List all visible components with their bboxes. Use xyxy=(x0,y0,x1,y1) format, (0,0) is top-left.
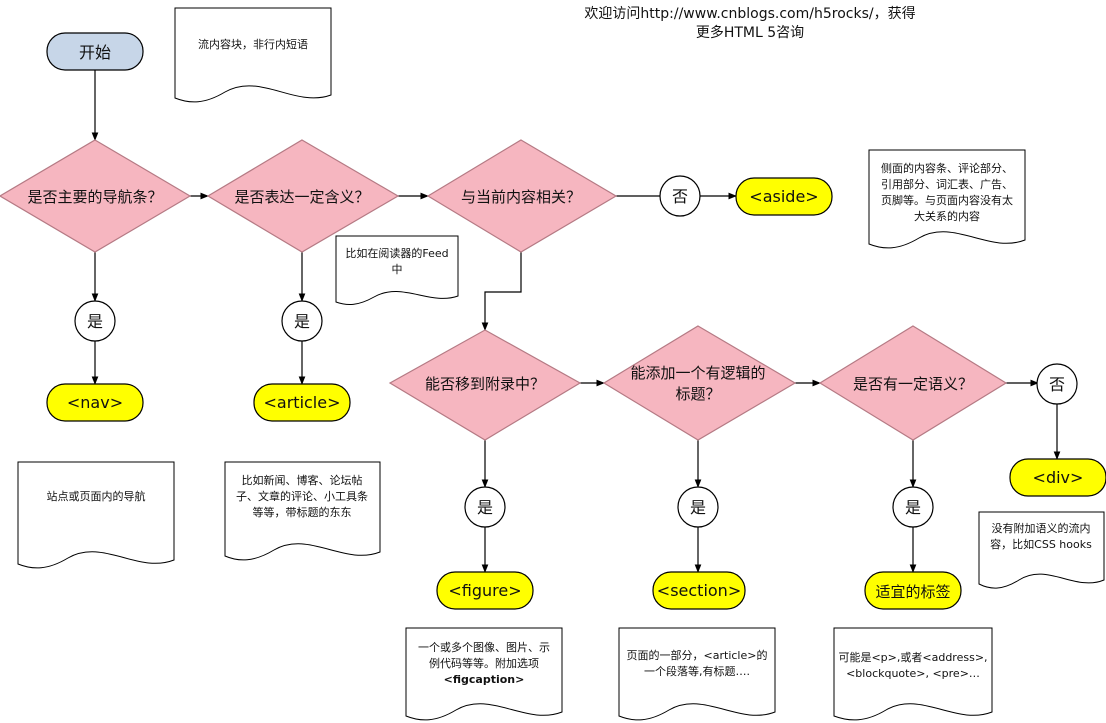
yes-circle-figure: 是 xyxy=(464,486,506,528)
svg-text:是: 是 xyxy=(690,498,706,517)
svg-text:<div>: <div> xyxy=(1033,468,1084,487)
svg-text:<figcaption>: <figcaption> xyxy=(444,673,525,686)
decision-meaning-label: 是否表达一定含义？ xyxy=(234,188,369,206)
svg-text:<blockquote>, <pre>…: <blockquote>, <pre>… xyxy=(846,667,980,680)
svg-text:一个段落等,有标题….: 一个段落等,有标题…. xyxy=(644,664,750,678)
note-section: 页面的一部分，<article>的 一个段落等,有标题…. xyxy=(618,627,776,721)
svg-text:是: 是 xyxy=(87,312,103,331)
decision-appendix-label: 能否移到附录中？ xyxy=(425,375,545,393)
svg-text:页脚等。与页面内容没有太: 页脚等。与页面内容没有太 xyxy=(881,193,1013,207)
decision-semantic: 是否有一定语义？ xyxy=(818,325,1008,441)
note-feed: 比如在阅读器的Feed 中 xyxy=(335,235,459,306)
decision-nav-label: 是否主要的导航条？ xyxy=(27,188,162,206)
yes-circle-article: 是 xyxy=(281,300,323,342)
note-flow-content: 流内容块，非行内短语 xyxy=(174,7,332,103)
svg-text:流内容块，非行内短语: 流内容块，非行内短语 xyxy=(198,37,308,51)
start-node: 开始 xyxy=(46,32,144,71)
decision-nav: 是否主要的导航条？ xyxy=(0,139,192,253)
yes-circle-section: 是 xyxy=(677,486,719,528)
svg-text:页面的一部分，<article>的: 页面的一部分，<article>的 xyxy=(627,648,768,662)
note-suitable: 可能是<p>,或者<address>, <blockquote>, <pre>… xyxy=(833,627,993,721)
svg-text:<article>: <article> xyxy=(264,393,341,412)
svg-text:是: 是 xyxy=(294,312,310,331)
svg-text:<aside>: <aside> xyxy=(749,187,818,206)
connectors xyxy=(91,70,1061,573)
note-aside: 侧面的内容条、评论部分、 引用部分、词汇表、广告、 页脚等。与页面内容没有太 大… xyxy=(868,149,1026,249)
no-circle-div: 否 xyxy=(1036,363,1078,405)
decision-heading-label-line-1: 能添加一个有逻辑的 xyxy=(630,364,765,382)
svg-text:否: 否 xyxy=(672,187,688,206)
svg-text:引用部分、词汇表、广告、: 引用部分、词汇表、广告、 xyxy=(881,177,1013,191)
svg-text:是: 是 xyxy=(477,498,493,517)
svg-text:中: 中 xyxy=(392,263,403,276)
yes-circle-suitable: 是 xyxy=(892,486,934,528)
tag-suitable: 适宜的标签 xyxy=(864,571,962,610)
svg-text:侧面的内容条、评论部分、: 侧面的内容条、评论部分、 xyxy=(881,161,1013,175)
svg-text:站点或页面内的导航: 站点或页面内的导航 xyxy=(47,489,146,503)
tag-figure: <figure> xyxy=(436,571,534,610)
header-line-2: 更多HTML 5咨询 xyxy=(696,24,804,41)
tag-nav: <nav> xyxy=(46,383,144,422)
svg-text:<figure>: <figure> xyxy=(448,581,521,600)
yes-circle-nav: 是 xyxy=(74,300,116,342)
decision-semantic-label: 是否有一定语义？ xyxy=(853,375,973,393)
note-article: 比如新闻、博客、论坛帖 子、文章的评论、小工具条 等等，带标题的东东 xyxy=(224,461,381,561)
svg-text:容，比如CSS hooks: 容，比如CSS hooks xyxy=(990,537,1092,551)
tag-div: <div> xyxy=(1009,458,1106,497)
svg-text:否: 否 xyxy=(1049,375,1065,394)
decision-heading-label-line-2: 标题？ xyxy=(675,385,720,403)
svg-text:适宜的标签: 适宜的标签 xyxy=(875,583,950,601)
decision-appendix: 能否移到附录中？ xyxy=(388,329,582,441)
no-circle-aside: 否 xyxy=(659,175,701,217)
tag-section: <section> xyxy=(652,571,746,610)
tag-aside: <aside> xyxy=(735,177,833,216)
tag-article: <article> xyxy=(253,383,351,422)
svg-text:<nav>: <nav> xyxy=(67,393,123,412)
svg-text:比如在阅读器的Feed: 比如在阅读器的Feed xyxy=(345,246,448,260)
svg-text:等等，带标题的东东: 等等，带标题的东东 xyxy=(253,505,352,519)
svg-text:是: 是 xyxy=(905,498,921,517)
decision-meaning: 是否表达一定含义？ xyxy=(206,139,400,253)
svg-text:比如新闻、博客、论坛帖: 比如新闻、博客、论坛帖 xyxy=(242,473,363,487)
header-line-1: 欢迎访问http://www.cnblogs.com/h5rocks/，获得 xyxy=(584,5,915,22)
note-figure: 一个或多个图像、图片、示 例代码等等。附加选项 <figcaption> xyxy=(405,627,563,721)
arrow-related-q-to-appendix-q xyxy=(481,252,522,331)
svg-text:大关系的内容: 大关系的内容 xyxy=(914,209,980,223)
start-label: 开始 xyxy=(79,43,111,62)
svg-text:例代码等等。附加选项: 例代码等等。附加选项 xyxy=(429,656,539,670)
svg-text:<section>: <section> xyxy=(657,581,741,600)
svg-text:子、文章的评论、小工具条: 子、文章的评论、小工具条 xyxy=(236,489,368,503)
decision-heading: 能添加一个有逻辑的 标题？ xyxy=(602,325,797,441)
note-div: 没有附加语义的流内 容，比如CSS hooks xyxy=(978,511,1105,589)
svg-text:一个或多个图像、图片、示: 一个或多个图像、图片、示 xyxy=(418,640,550,654)
svg-text:可能是<p>,或者<address>,: 可能是<p>,或者<address>, xyxy=(838,650,987,664)
note-nav: 站点或页面内的导航 xyxy=(17,461,175,569)
decision-related: 与当前内容相关？ xyxy=(426,139,618,253)
svg-text:没有附加语义的流内: 没有附加语义的流内 xyxy=(992,521,1091,535)
decision-related-label: 与当前内容相关？ xyxy=(461,188,581,206)
